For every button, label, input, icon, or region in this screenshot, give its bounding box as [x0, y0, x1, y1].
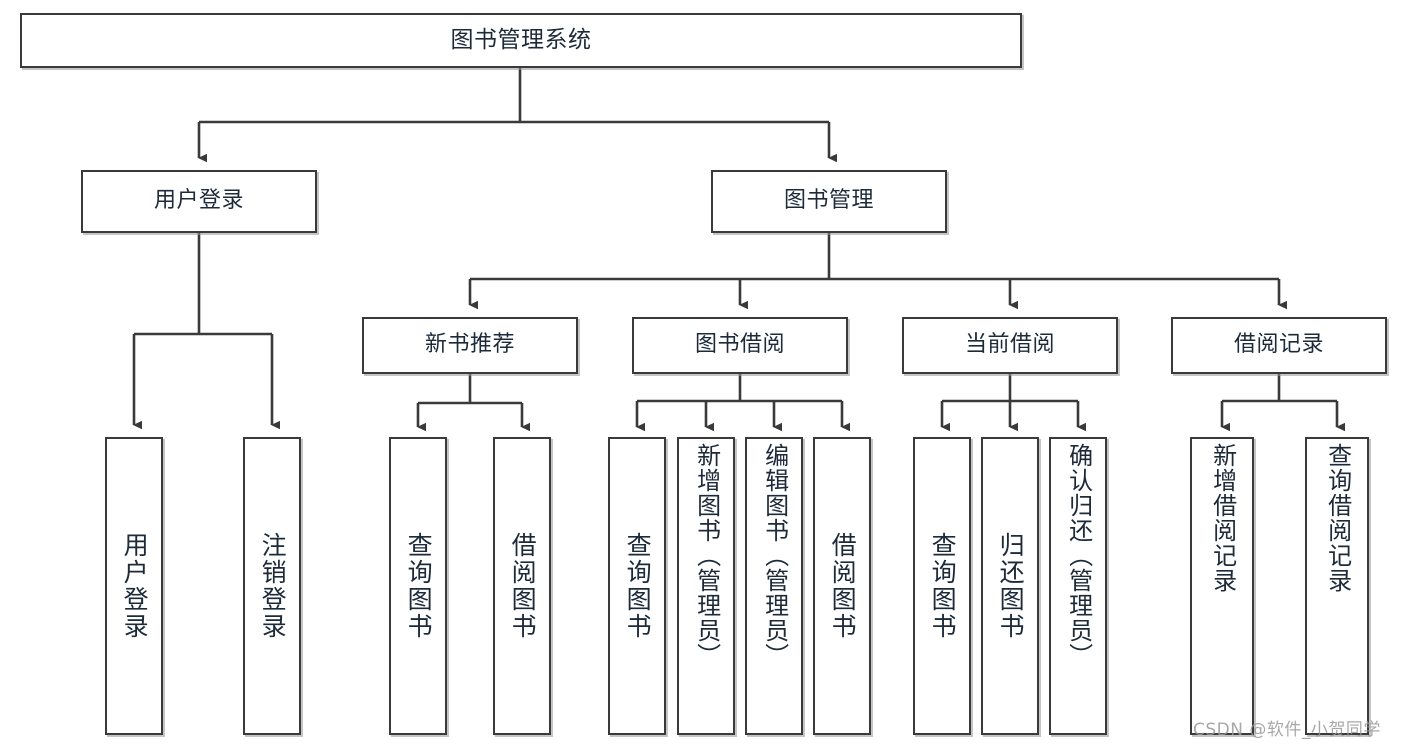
node-new-book-recommend[interactable]: 新书推荐: [362, 317, 578, 374]
node-root[interactable]: 图书管理系统: [20, 13, 1022, 68]
node-user-login[interactable]: 用户登录: [81, 170, 317, 233]
node-book-manage[interactable]: 图书管理: [711, 170, 947, 233]
node-leaf-confirm-return-label: 确认归还（管理员）: [1064, 443, 1093, 668]
node-new-book-recommend-label: 新书推荐: [424, 332, 515, 358]
node-leaf-user-login[interactable]: 用户登录: [105, 437, 163, 735]
node-leaf-query-book-2[interactable]: 查询图书: [608, 437, 666, 735]
node-leaf-add-record[interactable]: 新增借阅记录: [1190, 437, 1254, 735]
node-leaf-query-book-1-label: 查询图书: [404, 532, 434, 640]
node-leaf-confirm-return[interactable]: 确认归还（管理员）: [1049, 437, 1107, 735]
node-leaf-return-book-label: 归还图书: [996, 532, 1026, 640]
node-leaf-query-record-label: 查询借阅记录: [1323, 443, 1352, 593]
node-leaf-user-login-label: 用户登录: [120, 532, 150, 640]
node-leaf-add-record-label: 新增借阅记录: [1208, 443, 1237, 593]
node-leaf-edit-book[interactable]: 编辑图书（管理员）: [745, 437, 803, 735]
node-leaf-query-book-1[interactable]: 查询图书: [389, 437, 447, 735]
node-book-borrow-label: 图书借阅: [694, 332, 785, 358]
node-leaf-query-book-2-label: 查询图书: [623, 532, 653, 640]
node-root-label: 图书管理系统: [450, 26, 592, 53]
node-leaf-query-record[interactable]: 查询借阅记录: [1305, 437, 1369, 735]
node-leaf-edit-book-label: 编辑图书（管理员）: [760, 443, 789, 668]
node-current-borrow-label: 当前借阅: [964, 332, 1055, 358]
node-leaf-borrow-book-2-label: 借阅图书: [828, 532, 858, 640]
node-leaf-add-book[interactable]: 新增图书（管理员）: [677, 437, 735, 735]
node-leaf-query-book-3-label: 查询图书: [928, 532, 958, 640]
node-leaf-borrow-book-2[interactable]: 借阅图书: [813, 437, 871, 735]
node-leaf-borrow-book-1[interactable]: 借阅图书: [493, 437, 551, 735]
node-leaf-add-book-label: 新增图书（管理员）: [692, 443, 721, 668]
node-user-login-label: 用户登录: [153, 188, 244, 214]
node-leaf-logout-label: 注销登录: [258, 532, 288, 640]
csdn-watermark: CSDN @软件_小贺同学: [1193, 720, 1381, 740]
node-book-borrow[interactable]: 图书借阅: [632, 317, 848, 374]
node-leaf-query-book-3[interactable]: 查询图书: [913, 437, 971, 735]
node-leaf-logout[interactable]: 注销登录: [243, 437, 301, 735]
node-current-borrow[interactable]: 当前借阅: [902, 317, 1118, 374]
node-borrow-record-label: 借阅记录: [1233, 332, 1324, 358]
node-borrow-record[interactable]: 借阅记录: [1171, 317, 1387, 374]
node-leaf-return-book[interactable]: 归还图书: [981, 437, 1039, 735]
node-book-manage-label: 图书管理: [783, 188, 874, 214]
node-leaf-borrow-book-1-label: 借阅图书: [508, 532, 538, 640]
